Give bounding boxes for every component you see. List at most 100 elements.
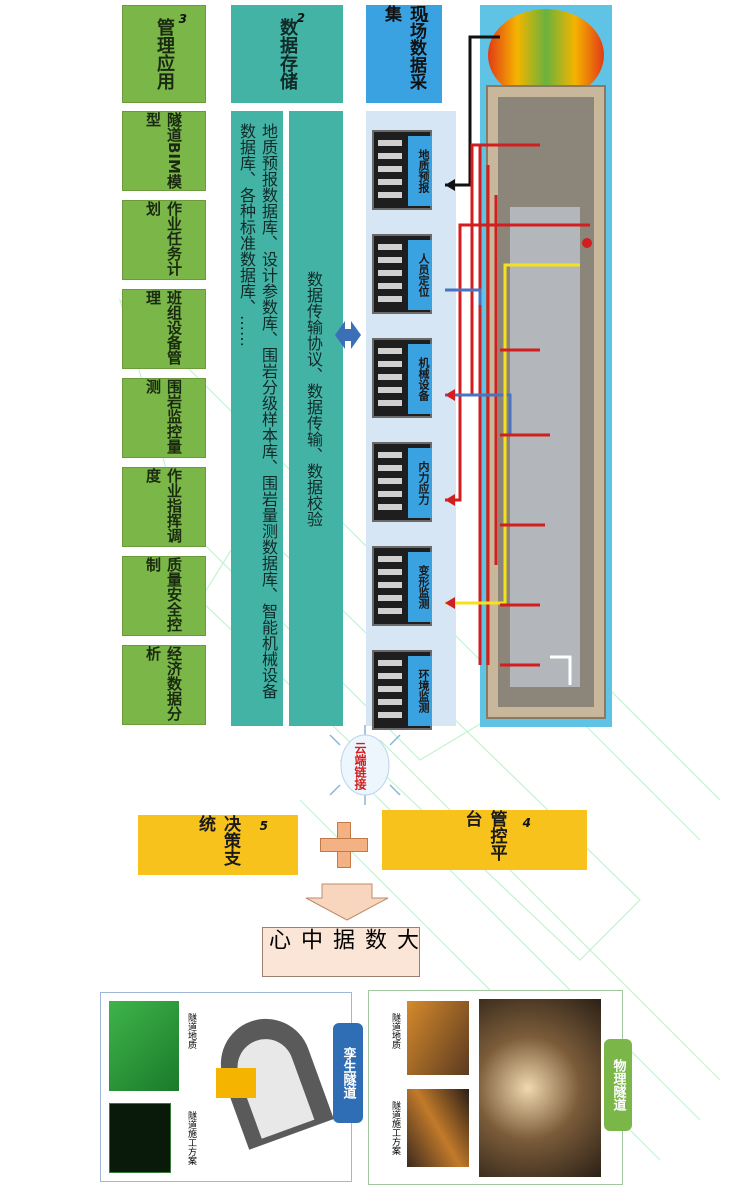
section-number-1: 1 <box>421 11 430 25</box>
chip-pin <box>378 296 402 302</box>
physical-tunnel-panel: 物理隧道 隧道地质 隧道施工方案 <box>368 990 632 1185</box>
chip-pin <box>378 153 402 159</box>
sensor-device-label: 地质预报 <box>408 136 432 206</box>
sensor-device-label: 内力应力 <box>408 448 432 518</box>
chip-pin <box>378 556 402 562</box>
sensor-device: 环境监测 <box>372 650 432 730</box>
storage-databases-text: 地质预报数据库、设计参数库、围岩分级样本库、围岩量测数据库、智能机械设备数据库、… <box>237 123 278 699</box>
plus-icon <box>320 822 368 868</box>
chip-pin <box>378 387 402 393</box>
chip-pin <box>378 712 402 718</box>
sensor-device-label: 环境监测 <box>408 656 432 726</box>
physical-tunnel-photo <box>479 999 601 1177</box>
construction-plan-screen <box>109 1103 171 1173</box>
sensor-device: 内力应力 <box>372 442 432 522</box>
cloud-label: 云端链接 <box>353 742 367 790</box>
section-number-2: 2 <box>296 11 305 25</box>
twin-caption-construction: 隧道施工方案 <box>186 1111 196 1165</box>
chip-pin <box>378 608 402 614</box>
management-item-label: 经济数据分析 <box>144 646 183 721</box>
storage-header: 2 数据存储 <box>231 5 343 103</box>
physical-tunnel-tag: 物理隧道 <box>604 1039 632 1131</box>
control-platform-title: 管控平台 <box>461 810 507 861</box>
management-item: 围岩监控量测 <box>122 378 206 458</box>
management-item-label: 隧道BIM模型 <box>144 112 183 189</box>
construction-photo <box>407 1089 469 1167</box>
tunnel-lining <box>510 207 580 687</box>
chip-pin <box>378 699 402 705</box>
decision-support-title: 决策支统 <box>195 815 240 866</box>
chip-pin <box>378 283 402 289</box>
chip-pin <box>378 491 402 497</box>
storage-title: 数据存储 <box>277 18 298 90</box>
twin-tunnel-panel: 孪生隧道 隧道地质 隧道施工方案 <box>100 992 363 1182</box>
section-number-3: 3 <box>178 12 187 26</box>
bidirectional-arrow-icon <box>335 321 361 349</box>
collect-header: 1 现场数据采集 <box>366 5 442 103</box>
chip-pin <box>378 465 402 471</box>
chip-pin <box>378 348 402 354</box>
chip-pin <box>378 361 402 367</box>
big-data-center: 大数据中心 <box>262 927 420 977</box>
storage-protocol-text: 数据传输协议、数据传输、数据校验 <box>304 271 323 527</box>
management-item: 隧道BIM模型 <box>122 111 206 191</box>
decision-support-box: 5 决策支统 <box>138 815 298 875</box>
management-header: 3 管理应用 <box>122 5 206 103</box>
sensor-device: 变形监测 <box>372 546 432 626</box>
physical-caption-construction: 隧道施工方案 <box>390 1101 400 1155</box>
chip-pin <box>378 582 402 588</box>
section-number-4: 4 <box>522 816 531 830</box>
sensor-device-label: 机械设备 <box>408 344 432 414</box>
chip-pin <box>378 686 402 692</box>
chip-pin <box>378 569 402 575</box>
sensor-device-label: 人员定位 <box>408 240 432 310</box>
chip-pin <box>378 244 402 250</box>
management-item-label: 作业任务计划 <box>144 201 183 276</box>
physical-tunnel-title: 物理隧道 <box>610 1059 626 1111</box>
sensor-device: 地质预报 <box>372 130 432 210</box>
section-number-5: 5 <box>259 819 268 833</box>
chip-pin <box>378 504 402 510</box>
chip-pin <box>378 595 402 601</box>
management-item: 班组设备管理 <box>122 289 206 369</box>
sensor-device: 人员定位 <box>372 234 432 314</box>
twin-tunnel-model <box>196 1006 334 1173</box>
big-data-center-label: 大数据中心 <box>265 928 418 956</box>
management-item: 作业任务计划 <box>122 200 206 280</box>
storage-protocol-panel: 数据传输协议、数据传输、数据校验 <box>289 111 343 726</box>
control-platform-box: 4 管控平台 <box>382 810 587 870</box>
management-item: 作业指挥调度 <box>122 467 206 547</box>
collect-title: 现场数据采集 <box>381 5 426 90</box>
chip-pin <box>378 478 402 484</box>
management-item-label: 围岩监控量测 <box>144 379 183 454</box>
twin-caption-geology: 隧道地质 <box>186 1013 196 1049</box>
twin-tunnel-tag: 孪生隧道 <box>333 1023 363 1123</box>
sensor-device-label: 变形监测 <box>408 552 432 622</box>
management-item-label: 作业指挥调度 <box>144 468 183 543</box>
chip-pin <box>378 270 402 276</box>
management-title: 管理应用 <box>154 18 175 90</box>
sensor-connectors <box>445 35 592 685</box>
chip-pin <box>378 374 402 380</box>
chip-pin <box>378 192 402 198</box>
storage-databases-panel: 地质预报数据库、设计参数库、围岩分级样本库、围岩量测数据库、智能机械设备数据库、… <box>231 111 283 726</box>
sensor-device: 机械设备 <box>372 338 432 418</box>
geology-photo <box>407 1001 469 1075</box>
chip-pin <box>378 140 402 146</box>
chip-pin <box>378 166 402 172</box>
chip-pin <box>378 257 402 263</box>
management-item-label: 质量安全控制 <box>144 557 183 632</box>
cloud-icon <box>329 725 401 805</box>
chip-pin <box>378 179 402 185</box>
physical-caption-geology: 隧道地质 <box>390 1013 400 1049</box>
chip-pin <box>378 660 402 666</box>
bim-geology-model <box>109 1001 179 1091</box>
chip-pin <box>378 673 402 679</box>
management-item: 经济数据分析 <box>122 645 206 725</box>
chip-pin <box>378 400 402 406</box>
arrow-down-icon <box>305 883 389 921</box>
twin-tunnel-title: 孪生隧道 <box>340 1047 356 1099</box>
management-item-label: 班组设备管理 <box>144 290 183 365</box>
management-item: 质量安全控制 <box>122 556 206 636</box>
chip-pin <box>378 452 402 458</box>
